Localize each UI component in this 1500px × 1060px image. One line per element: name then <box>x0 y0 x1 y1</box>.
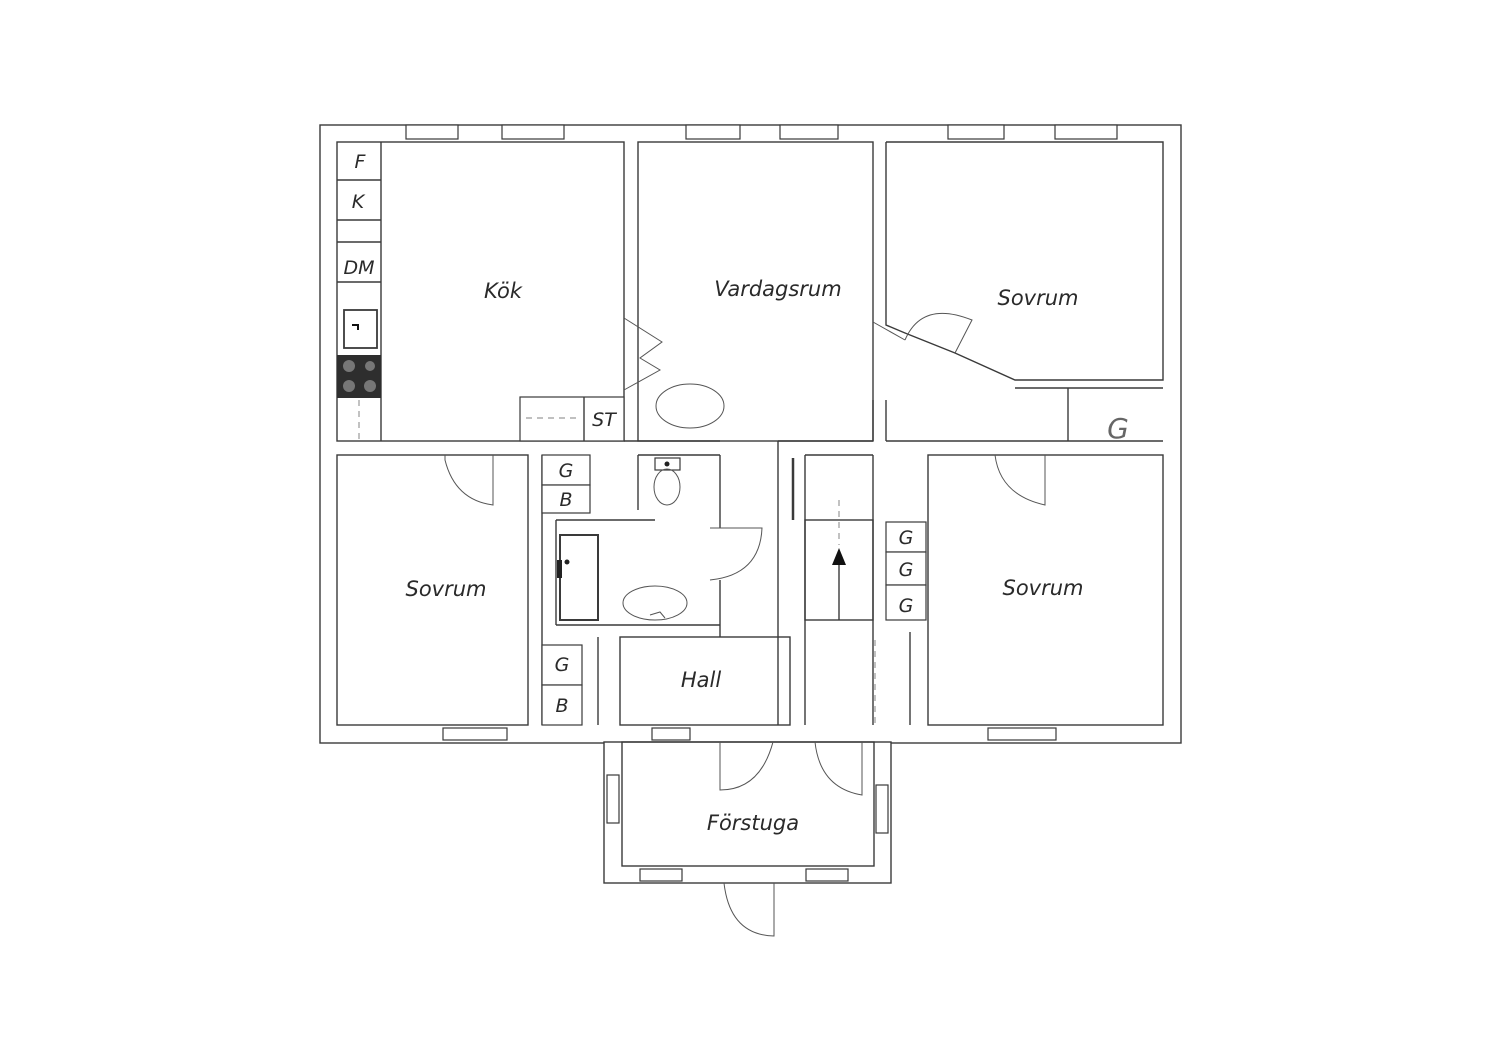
wardrobe <box>541 484 591 514</box>
window <box>987 727 1057 741</box>
dishwasher-label: DM <box>343 257 374 279</box>
bedroom-w-label: Sovrum <box>405 577 486 601</box>
kitchen-room <box>336 141 625 442</box>
window <box>606 774 620 824</box>
wardrobe-w2-label: B <box>559 489 572 511</box>
window <box>639 868 683 882</box>
wardrobe <box>541 644 583 686</box>
wardrobe-e3-label: G <box>899 595 914 617</box>
window <box>947 124 1005 140</box>
kitchen-label: Kök <box>484 279 523 303</box>
wardrobe-w4-label: B <box>555 695 568 717</box>
fridge-label: F <box>355 151 367 173</box>
exterior-wall <box>319 124 1182 744</box>
stair-arrow-icon <box>832 548 846 565</box>
stove <box>337 355 381 398</box>
toilet-bowl <box>653 468 681 506</box>
door-hall <box>719 741 774 791</box>
door-bedroom-e <box>994 454 1046 506</box>
stove-burner <box>343 380 355 392</box>
storage-cabinet <box>519 396 625 442</box>
door-entrance <box>723 882 775 937</box>
porch-room <box>603 741 892 884</box>
stove-burner <box>364 380 376 392</box>
window <box>651 727 691 741</box>
living-room-label: Vardagsrum <box>714 277 841 301</box>
stove-burner <box>343 360 355 372</box>
window <box>779 124 839 140</box>
living-room <box>637 141 874 442</box>
window <box>685 124 741 140</box>
wardrobe-e1-label: G <box>899 527 914 549</box>
bedroom-ne-label: Sovrum <box>997 286 1078 310</box>
door-bedroom-ne <box>872 312 973 354</box>
wardrobe-ne-label: G <box>1107 412 1129 445</box>
wardrobe-w3-label: G <box>555 654 570 676</box>
dining-table <box>655 383 725 429</box>
wardrobe-w1-label: G <box>559 460 574 482</box>
window <box>501 124 565 140</box>
door-stairs <box>814 741 863 796</box>
door-kitchen <box>623 317 663 391</box>
toilet-button <box>664 461 670 467</box>
storage-label: ST <box>592 409 617 431</box>
window <box>405 124 459 140</box>
bedroom-e-label: Sovrum <box>1002 576 1083 600</box>
sink-tap-icon <box>352 324 359 330</box>
basin-tap <box>649 611 666 619</box>
porch-label: Förstuga <box>707 811 799 835</box>
bedroom-ne-room <box>885 141 1164 381</box>
door-bedroom-w <box>444 455 494 506</box>
wardrobe-e2-label: G <box>899 559 914 581</box>
door-bathroom <box>709 527 763 581</box>
bedroom-w-room <box>336 454 529 726</box>
wardrobe <box>541 684 583 726</box>
freezer-label: K <box>352 191 366 213</box>
window <box>442 727 508 741</box>
window <box>805 868 849 882</box>
shower <box>559 534 599 621</box>
sink <box>343 309 378 349</box>
window <box>875 784 889 834</box>
stove-burner <box>365 361 375 371</box>
shower-valve <box>557 560 562 578</box>
bathtub-basin <box>622 585 688 621</box>
hall-label: Hall <box>681 668 721 692</box>
hall-room <box>619 636 791 726</box>
wardrobe <box>885 551 927 586</box>
shower-head <box>564 559 570 565</box>
window <box>1054 124 1118 140</box>
wardrobe <box>885 584 927 621</box>
porch-inner <box>621 741 875 867</box>
